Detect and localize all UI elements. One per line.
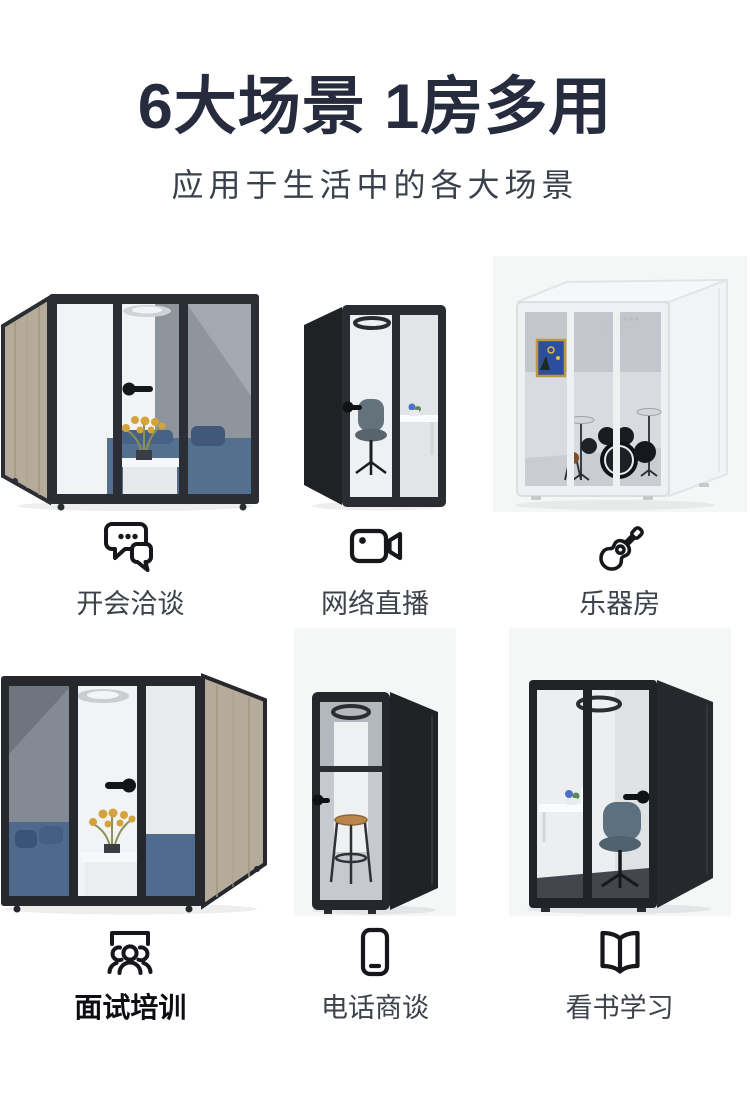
instrument-booth-illustration: [514, 278, 728, 510]
phone-booth-illustration: [311, 691, 438, 915]
scene-card-study: 看书学习: [497, 627, 742, 1023]
booth-photo-study: [508, 627, 731, 916]
meeting-booth-illustration: [1, 293, 260, 511]
scene-grid-row-1: 开会洽谈: [0, 255, 750, 619]
booth-photo-interview: [0, 628, 271, 916]
scene-card-instrument: 乐器房: [492, 255, 747, 619]
guitar-icon: [590, 516, 650, 580]
booth-photo-phone: [293, 627, 456, 916]
page-title: 6大场景 1房多用: [137, 72, 613, 142]
scene-grid-row-2: 面试培训: [0, 627, 750, 1023]
scene-card-meeting: 开会洽谈: [1, 256, 260, 619]
scene-label: 网络直播: [320, 588, 429, 619]
livestream-booth-illustration: [303, 304, 446, 511]
scene-label: 看书学习: [565, 992, 674, 1023]
interview-booth-illustration: [1, 672, 268, 915]
scene-card-interview: 面试培训: [1, 628, 268, 1023]
scene-label: 电话商谈: [320, 992, 429, 1023]
interview-audience-icon: [100, 920, 160, 984]
open-book-icon: [590, 920, 650, 984]
study-booth-illustration: [526, 679, 713, 914]
scene-card-livestream: 网络直播: [253, 256, 498, 619]
booth-photo-instrument: [492, 255, 747, 512]
booth-photo-meeting: [0, 256, 265, 512]
scene-label: 面试培训: [74, 991, 187, 1023]
scene-label: 乐器房: [579, 588, 661, 619]
scene-card-phone: 电话商谈: [253, 627, 498, 1023]
scene-label: 开会洽谈: [76, 588, 185, 619]
page-subtitle: 应用于生活中的各大场景: [171, 166, 579, 203]
booth-photo-livestream: [300, 256, 450, 512]
video-camera-icon: [344, 516, 406, 580]
chat-bubbles-icon: [97, 516, 163, 580]
phone-icon: [345, 920, 405, 984]
header: 6大场景 1房多用 应用于生活中的各大场景: [0, 0, 750, 206]
